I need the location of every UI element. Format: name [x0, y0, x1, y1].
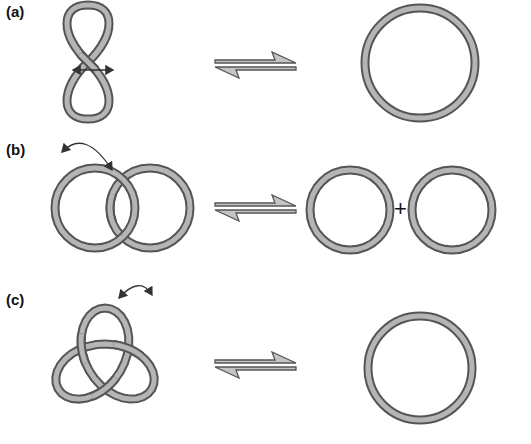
reverse-arrow	[215, 210, 296, 221]
unknotted-circle	[368, 316, 472, 420]
panel-letter: (b)	[6, 142, 25, 157]
panel-letter: (c)	[6, 292, 24, 307]
knot-crossing	[81, 334, 86, 364]
crossing-strand	[80, 54, 96, 70]
reverse-arrow	[215, 67, 296, 78]
linked-ring	[55, 168, 135, 248]
forward-arrow	[215, 195, 296, 206]
relaxed-circle	[365, 8, 475, 118]
forward-arrow	[215, 52, 296, 63]
reverse-arrow	[215, 367, 296, 378]
plus-sign: +	[394, 198, 407, 220]
ring-crossing	[110, 194, 112, 221]
free-ring	[412, 170, 492, 250]
supercoiled-circle	[67, 5, 109, 119]
trefoil-knot	[56, 308, 154, 399]
strand-passage-arrow	[73, 69, 113, 70]
forward-arrow	[215, 352, 296, 363]
strand-passage-arrow	[119, 286, 152, 298]
panel-letter: (a)	[6, 4, 24, 19]
free-ring	[310, 170, 390, 250]
knot-crossing	[114, 345, 142, 357]
strand-passage-arrow	[62, 143, 112, 170]
knot-crossing	[92, 378, 116, 396]
